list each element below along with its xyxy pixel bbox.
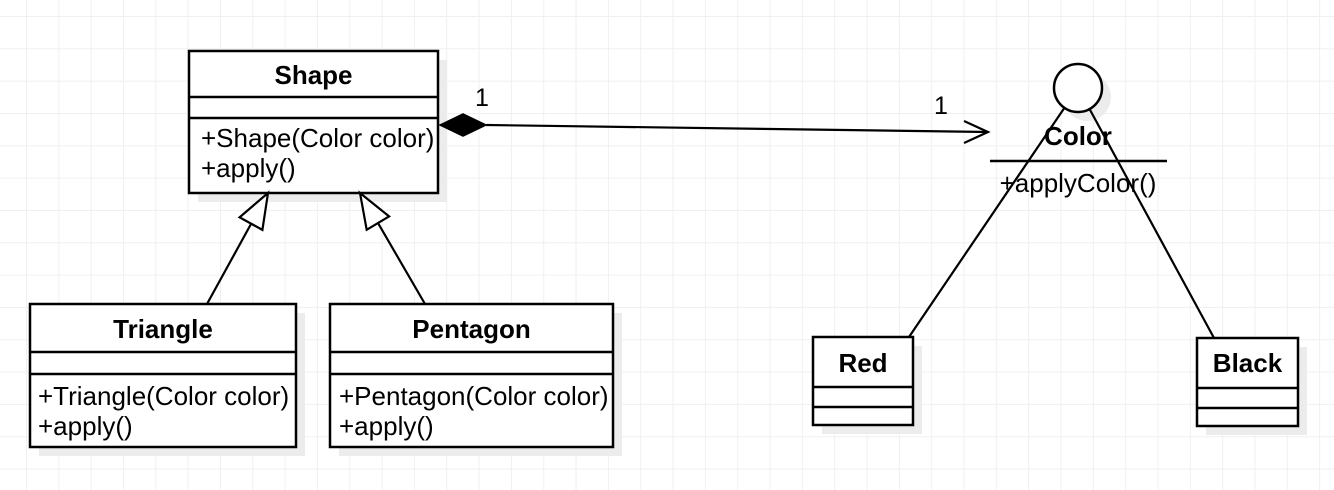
- generalization-line: [206, 223, 252, 305]
- pentagon-method-apply: +apply(): [339, 411, 434, 441]
- shape-method-apply: +apply(): [201, 153, 296, 183]
- multiplicity-source-label: 1: [475, 84, 489, 112]
- composition-edge-shape-color[interactable]: 1 1: [438, 84, 991, 144]
- black-box: [1195, 336, 1300, 428]
- triangle-box: [28, 302, 298, 449]
- red-box: [811, 335, 915, 427]
- association-line: [485, 123, 989, 134]
- class-node-triangle[interactable]: Triangle +Triangle(Color color) +apply(): [28, 302, 305, 456]
- shape-title: Shape: [274, 60, 352, 90]
- triangle-title: Triangle: [113, 314, 213, 344]
- generalization-line: [377, 222, 426, 305]
- realization-line: [908, 106, 1066, 338]
- hollow-triangle-arrowhead: [237, 190, 270, 232]
- realization-edge-black-color[interactable]: [1088, 107, 1215, 339]
- class-node-pentagon[interactable]: Pentagon +Pentagon(Color color) +apply(): [328, 302, 622, 456]
- multiplicity-target-label: 1: [934, 92, 948, 120]
- realization-edge-red-color[interactable]: [908, 106, 1066, 338]
- hollow-triangle-arrowhead: [358, 190, 392, 232]
- open-arrowhead: [963, 120, 991, 144]
- realization-line: [1088, 107, 1215, 339]
- class-node-shape[interactable]: Shape +Shape(Color color) +apply(): [187, 49, 447, 202]
- shape-method-constructor: +Shape(Color color): [201, 123, 434, 153]
- triangle-method-apply: +apply(): [38, 411, 133, 441]
- color-method-applycolor: +applyColor(): [1000, 168, 1157, 198]
- color-lollipop-circle: [1052, 62, 1104, 114]
- interface-node-color[interactable]: Color +applyColor(): [990, 62, 1167, 198]
- black-title: Black: [1213, 348, 1283, 378]
- filled-diamond: [438, 113, 488, 137]
- pentagon-method-constructor: +Pentagon(Color color): [339, 381, 609, 411]
- triangle-method-constructor: +Triangle(Color color): [38, 381, 289, 411]
- generalization-edge-triangle-shape[interactable]: [206, 190, 270, 305]
- shape-box: [187, 49, 440, 195]
- class-node-black[interactable]: Black: [1195, 336, 1307, 435]
- pentagon-box: [328, 302, 615, 449]
- class-node-red[interactable]: Red: [811, 335, 922, 434]
- pentagon-title: Pentagon: [412, 314, 530, 344]
- red-title: Red: [838, 348, 887, 378]
- generalization-edge-pentagon-shape[interactable]: [358, 190, 426, 305]
- color-title: Color: [1044, 121, 1112, 151]
